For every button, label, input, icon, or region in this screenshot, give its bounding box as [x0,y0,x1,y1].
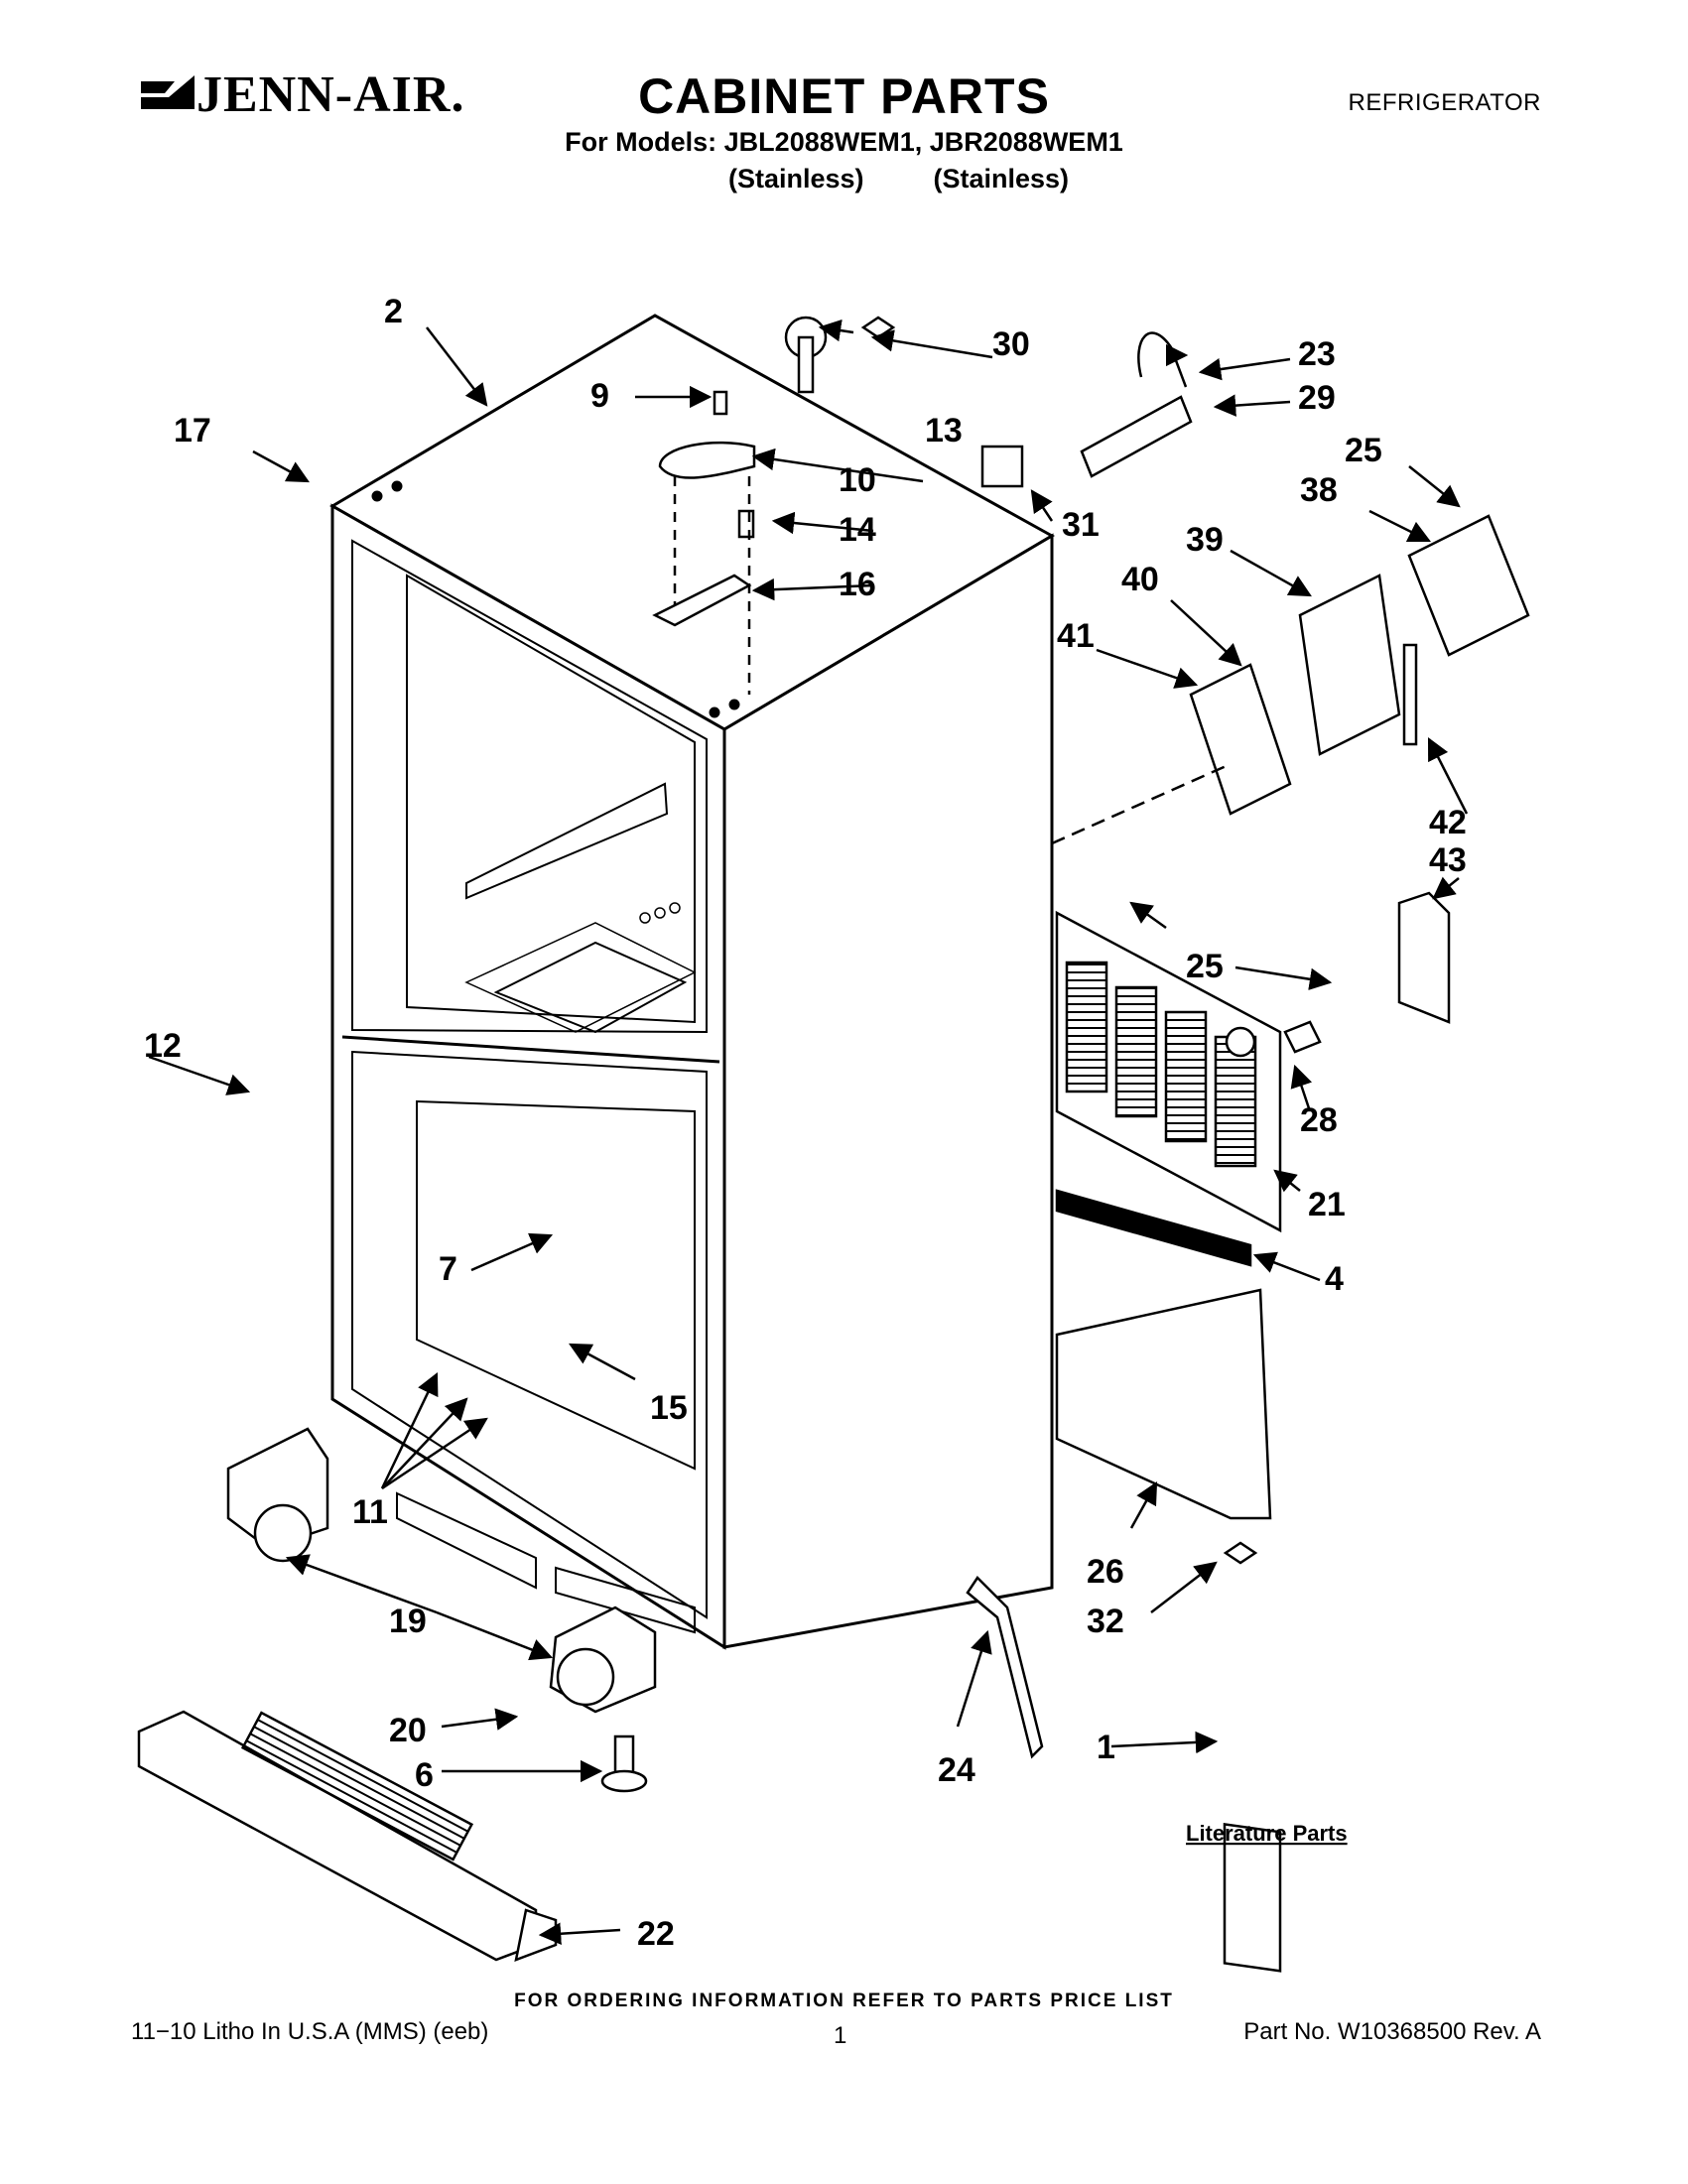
label-1: 1 [1097,1729,1115,1766]
control-box-parts [1051,514,1530,1024]
top-hinge-parts [652,316,1024,695]
label-13: 13 [925,412,963,450]
brand-wordmark: JENN-AIR. [196,66,465,123]
label-14: 14 [839,511,876,549]
model-list: For Models: JBL2088WEM1, JBR2088WEM1 [565,127,1123,157]
cabinet-body [329,314,1056,1650]
label-26: 26 [1087,1553,1124,1591]
label-39: 39 [1186,521,1224,559]
label-20: 20 [389,1712,427,1749]
finish-jbr: (Stainless) [933,164,1070,193]
label-41: 41 [1057,617,1095,655]
brand-logo: JENN-AIR. [139,69,464,121]
label-31: 31 [1062,506,1100,544]
page-number: 1 [834,2022,847,2049]
litho-info: 11−10 Litho In U.S.A (MMS) (eeb) [131,2018,489,2045]
label-11: 11 [352,1493,388,1531]
label-9: 9 [590,377,609,415]
small-parts [966,331,1322,1973]
label-29: 29 [1298,379,1336,417]
insulation-panel [1055,1288,1272,1520]
label-40: 40 [1121,561,1159,598]
label-25-mid: 25 [1186,948,1224,985]
label-19: 19 [389,1603,427,1640]
label-17: 17 [174,412,211,450]
rear-access-panel [1055,910,1282,1267]
label-12: 12 [144,1027,182,1065]
part-labels: 2 9 30 13 10 14 16 17 31 23 29 25 38 39 … [144,293,1467,1953]
page-title: CABINET PARTS [638,68,1050,124]
label-4: 4 [1325,1260,1344,1298]
label-10: 10 [839,461,876,499]
label-6: 6 [415,1756,434,1794]
finish-row: (Stainless) (Stainless) [0,164,1688,194]
label-42: 42 [1429,804,1467,841]
label-25-top: 25 [1345,432,1382,469]
jenn-air-logo-icon [141,75,195,109]
roller-and-base-parts [137,1427,657,1962]
label-23: 23 [1298,335,1336,373]
label-43: 43 [1429,841,1467,879]
label-32: 32 [1087,1603,1124,1640]
label-28: 28 [1300,1101,1338,1139]
label-24: 24 [938,1751,975,1789]
label-16: 16 [839,566,876,603]
label-7: 7 [439,1250,457,1288]
label-2: 2 [384,293,403,330]
label-22: 22 [637,1915,675,1953]
callout-arrows [148,319,1469,1945]
label-21: 21 [1308,1186,1346,1223]
label-30: 30 [992,325,1030,363]
ordering-note: FOR ORDERING INFORMATION REFER TO PARTS … [514,1991,1174,2011]
part-number: Part No. W10368500 Rev. A [1243,2018,1541,2045]
appliance-category: REFRIGERATOR [1348,89,1541,116]
literature-parts-label: Literature Parts [1186,1821,1348,1846]
label-15: 15 [650,1389,688,1427]
label-38: 38 [1300,471,1338,509]
finish-jbl: (Stainless) [727,164,864,193]
